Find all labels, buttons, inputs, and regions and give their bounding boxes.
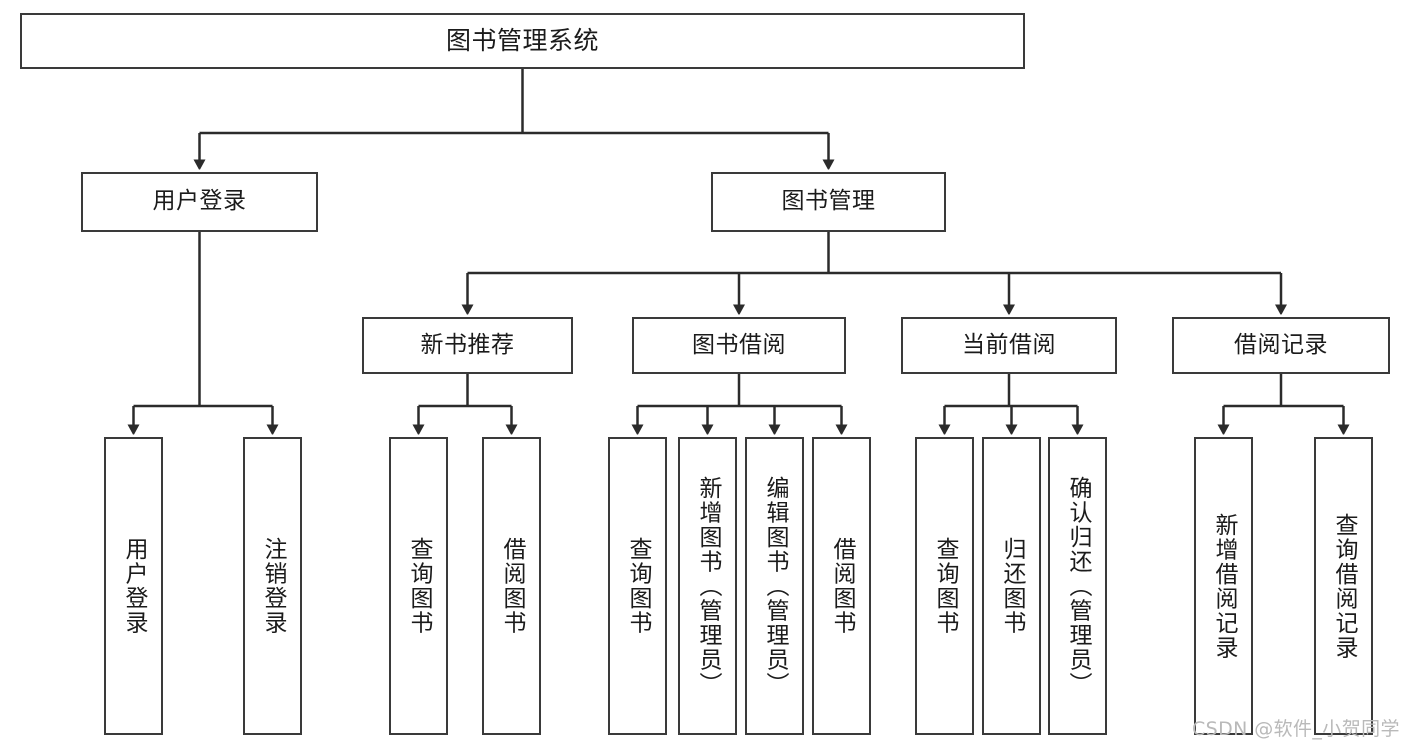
node-root[interactable]: 图书管理系统 bbox=[20, 13, 1025, 69]
node-current-borrow[interactable]: 当前借阅 bbox=[901, 317, 1117, 374]
node-leaf-query-book-1[interactable]: 查询图书 bbox=[389, 437, 448, 735]
node-label: 查询图书 bbox=[625, 537, 651, 635]
node-label: 图书借阅 bbox=[692, 331, 786, 358]
node-leaf-borrow-book-1[interactable]: 借阅图书 bbox=[482, 437, 541, 735]
node-label: 归还图书 bbox=[999, 537, 1025, 635]
node-label: 新增图书（管理员） bbox=[695, 475, 721, 697]
node-label: 新书推荐 bbox=[420, 331, 515, 358]
node-label: 借阅图书 bbox=[499, 537, 525, 635]
node-label: 借阅记录 bbox=[1234, 331, 1328, 358]
connector-group bbox=[134, 69, 1344, 426]
node-label: 新增借阅记录 bbox=[1211, 512, 1237, 660]
node-label: 编辑图书（管理员） bbox=[762, 475, 788, 697]
node-user-login[interactable]: 用户登录 bbox=[81, 172, 318, 232]
node-label: 查询图书 bbox=[932, 537, 958, 635]
node-label: 确认归还（管理员） bbox=[1065, 475, 1091, 697]
node-new-book-rec[interactable]: 新书推荐 bbox=[362, 317, 573, 374]
node-label: 图书管理 bbox=[781, 188, 876, 215]
node-label: 当前借阅 bbox=[962, 331, 1056, 358]
node-label: 用户登录 bbox=[152, 188, 247, 215]
node-leaf-borrow-book-2[interactable]: 借阅图书 bbox=[812, 437, 871, 735]
node-leaf-query-book-3[interactable]: 查询图书 bbox=[915, 437, 974, 735]
node-label: 查询图书 bbox=[406, 537, 432, 635]
node-borrow-record[interactable]: 借阅记录 bbox=[1172, 317, 1390, 374]
node-label: 用户登录 bbox=[121, 537, 147, 635]
node-book-borrow[interactable]: 图书借阅 bbox=[632, 317, 846, 374]
node-leaf-add-book[interactable]: 新增图书（管理员） bbox=[678, 437, 737, 735]
node-leaf-query-book-2[interactable]: 查询图书 bbox=[608, 437, 667, 735]
node-label: 查询借阅记录 bbox=[1331, 512, 1357, 660]
node-leaf-user-login[interactable]: 用户登录 bbox=[104, 437, 163, 735]
node-book-manage[interactable]: 图书管理 bbox=[711, 172, 946, 232]
node-leaf-confirm-return[interactable]: 确认归还（管理员） bbox=[1048, 437, 1107, 735]
node-leaf-edit-book[interactable]: 编辑图书（管理员） bbox=[745, 437, 804, 735]
node-leaf-return-book[interactable]: 归还图书 bbox=[982, 437, 1041, 735]
node-label: 借阅图书 bbox=[829, 537, 855, 635]
node-leaf-logout[interactable]: 注销登录 bbox=[243, 437, 302, 735]
node-leaf-add-record[interactable]: 新增借阅记录 bbox=[1194, 437, 1253, 735]
node-label: 注销登录 bbox=[260, 537, 286, 635]
node-label: 图书管理系统 bbox=[445, 26, 599, 56]
node-leaf-query-record[interactable]: 查询借阅记录 bbox=[1314, 437, 1373, 735]
